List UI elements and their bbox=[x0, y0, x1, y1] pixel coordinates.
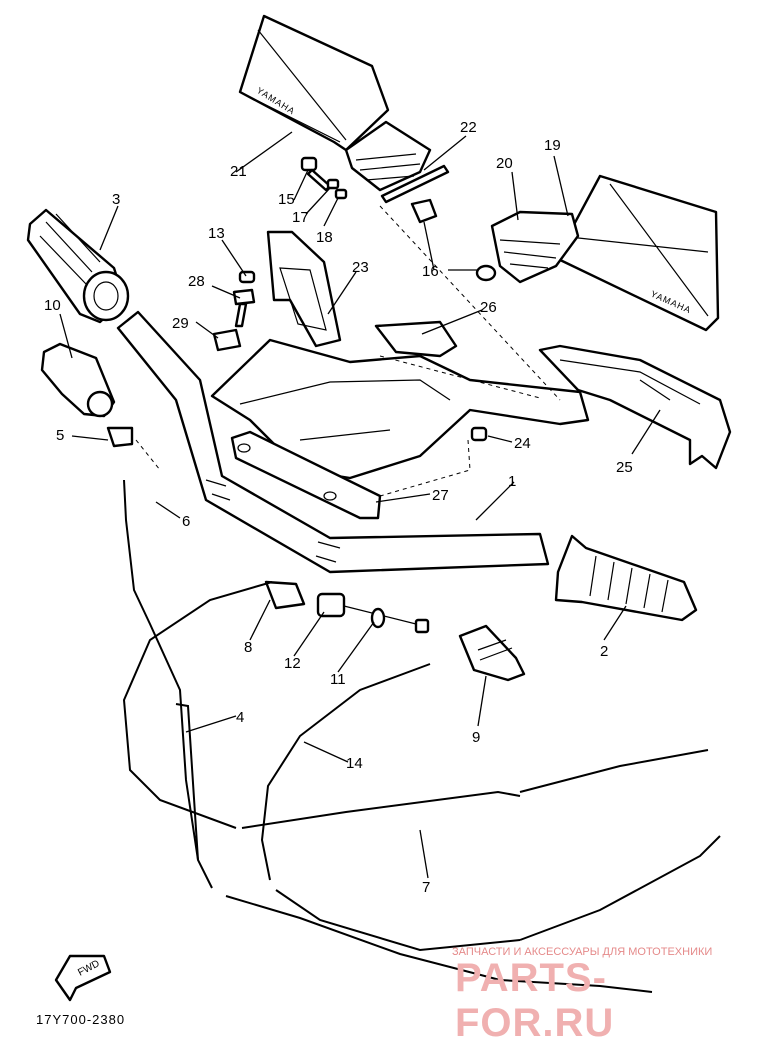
right-grip bbox=[554, 534, 698, 622]
callout-12: 12 bbox=[284, 655, 301, 672]
cable-7 bbox=[225, 835, 721, 993]
callout-14: 14 bbox=[346, 755, 363, 772]
callout-3: 3 bbox=[112, 191, 120, 208]
callout-22: 22 bbox=[460, 119, 477, 136]
callout-27: 27 bbox=[432, 487, 449, 504]
callout-17: 17 bbox=[292, 209, 309, 226]
left-mirror: YAMAHA bbox=[238, 14, 432, 192]
callout-21: 21 bbox=[230, 163, 247, 180]
callout-29: 29 bbox=[172, 315, 189, 332]
cable-14 bbox=[241, 663, 709, 881]
callout-10: 10 bbox=[44, 297, 61, 314]
watermark-tagline: ЗАПЧАСТИ И АКСЕССУАРЫ ДЛЯ МОТОТЕХНИКИ bbox=[452, 946, 713, 958]
callout-24: 24 bbox=[514, 435, 531, 452]
small-bolts bbox=[212, 156, 497, 352]
callout-1: 1 bbox=[508, 473, 516, 490]
callout-19: 19 bbox=[544, 137, 561, 154]
cable-4 bbox=[122, 479, 273, 889]
callout-5: 5 bbox=[56, 427, 64, 444]
diagram-code: 17Y700-2380 bbox=[36, 1012, 126, 1027]
callout-15: 15 bbox=[278, 191, 295, 208]
callout-20: 20 bbox=[496, 155, 513, 172]
callouts: 3 10 5 6 21 15 17 18 22 16 20 19 13 28 2… bbox=[44, 119, 633, 896]
watermark-logo: PARTS-FOR.RU bbox=[455, 956, 615, 1045]
right-mirror: YAMAHA bbox=[490, 174, 720, 332]
callout-18: 18 bbox=[316, 229, 333, 246]
callout-16: 16 bbox=[422, 263, 439, 280]
callout-11: 11 bbox=[330, 671, 346, 688]
callout-8: 8 bbox=[244, 639, 252, 656]
fwd-arrow: FWD bbox=[54, 954, 112, 1002]
cable-adjuster bbox=[264, 580, 526, 682]
callout-6: 6 bbox=[182, 513, 190, 530]
handlebar-bracket bbox=[210, 230, 732, 520]
callout-13: 13 bbox=[208, 225, 225, 242]
handlebar bbox=[116, 310, 550, 574]
left-grip bbox=[26, 208, 130, 324]
callout-26: 26 bbox=[480, 299, 497, 316]
callout-9: 9 bbox=[472, 729, 480, 746]
callout-28: 28 bbox=[188, 273, 205, 290]
callout-4: 4 bbox=[236, 709, 244, 726]
callout-23: 23 bbox=[352, 259, 369, 276]
callout-25: 25 bbox=[616, 459, 633, 476]
leader-lines bbox=[59, 131, 661, 879]
throttle-housing bbox=[40, 342, 134, 448]
callout-7: 7 bbox=[422, 879, 430, 896]
callout-2: 2 bbox=[600, 643, 608, 660]
